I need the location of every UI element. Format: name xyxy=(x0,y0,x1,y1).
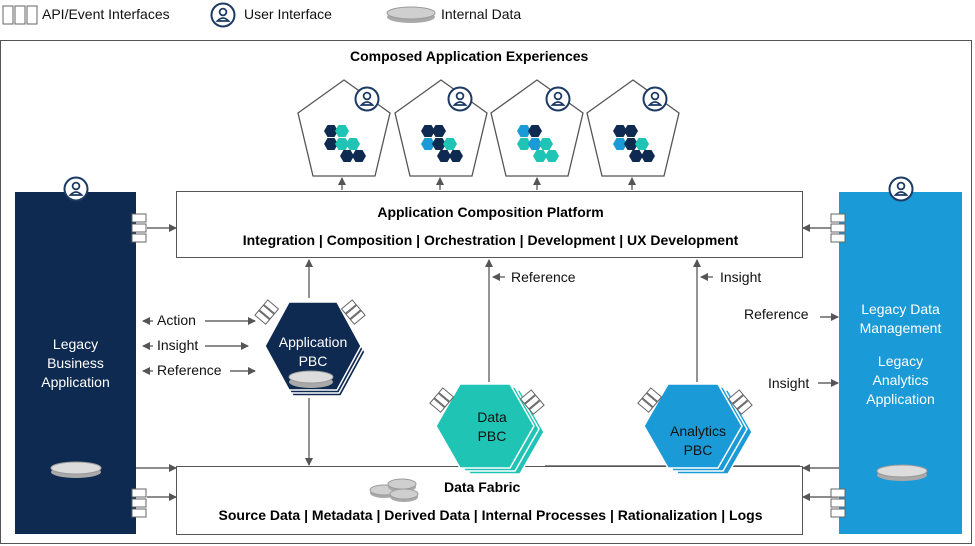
hex-cluster-icon-4 xyxy=(613,125,655,162)
legend-data-label: Internal Data xyxy=(441,6,522,22)
user-icon xyxy=(63,176,89,202)
insight-label-right: Insight xyxy=(768,375,810,391)
legacy-analytics-line1: Legacy xyxy=(877,353,924,369)
api-interface-icon xyxy=(727,389,753,415)
api-interface-icon xyxy=(254,299,280,325)
legacy-data-analytics-application: Legacy Data Management Legacy Analytics … xyxy=(839,192,962,534)
api-interface-icon xyxy=(830,213,846,243)
legend-api-label: API/Event Interfaces xyxy=(42,6,170,22)
outer-frame xyxy=(0,40,972,544)
api-interface-icon xyxy=(830,488,846,518)
legacy-business-line2: Business xyxy=(47,355,104,371)
api-interface-icon xyxy=(131,213,147,243)
analytics-pbc-line1: Analytics xyxy=(669,423,727,439)
user-icon xyxy=(354,86,380,112)
legend-ui-label: User Interface xyxy=(244,6,332,22)
legacy-business-application: Legacy Business Application xyxy=(15,192,136,534)
analytics-pbc-line2: PBC xyxy=(683,442,713,458)
data-stack-icon xyxy=(369,478,419,502)
analytics-pbc xyxy=(637,383,753,475)
data-fabric: Data Fabric Source Data | Metadata | Der… xyxy=(176,466,803,535)
platform-title: Application Composition Platform xyxy=(377,204,604,220)
legacy-data-line1: Legacy Data xyxy=(861,301,940,317)
reference-label-left: Reference xyxy=(157,362,222,378)
user-icon xyxy=(888,176,914,202)
user-icon xyxy=(447,86,473,112)
internal-data-icon xyxy=(288,370,334,388)
action-label: Action xyxy=(157,312,196,328)
internal-data-icon xyxy=(876,464,928,481)
internal-data-icon xyxy=(50,461,102,478)
legacy-business-line3: Application xyxy=(41,374,110,390)
hex-cluster-icon-2 xyxy=(421,125,463,162)
user-interface-icon xyxy=(210,2,236,28)
fabric-subtitle: Source Data | Metadata | Derived Data | … xyxy=(218,507,763,523)
user-icon xyxy=(545,86,571,112)
legend: API/Event Interfaces User Interface Inte… xyxy=(0,0,560,30)
data-pbc-line1: Data xyxy=(477,409,507,425)
experiences-title: Composed Application Experiences xyxy=(350,48,589,64)
legacy-data-line2: Management xyxy=(859,320,942,336)
insight-label-mid: Insight xyxy=(720,269,762,285)
api-interface-icon xyxy=(519,389,545,415)
application-composition-platform: Application Composition Platform Integra… xyxy=(176,191,803,258)
hex-cluster-icon-3 xyxy=(517,125,559,162)
fabric-title: Data Fabric xyxy=(444,479,521,495)
reference-label-mid: Reference xyxy=(511,269,576,285)
api-interface-icon xyxy=(637,387,663,413)
data-pbc-line2: PBC xyxy=(477,428,507,444)
reference-label-right: Reference xyxy=(744,306,809,322)
api-interface-icon xyxy=(131,488,147,518)
data-pbc xyxy=(429,383,545,475)
legacy-analytics-line2: Analytics xyxy=(872,372,929,388)
platform-subtitle: Integration | Composition | Orchestratio… xyxy=(242,232,739,248)
insight-label-left: Insight xyxy=(157,337,199,353)
api-interface-icon xyxy=(2,5,38,25)
internal-data-icon xyxy=(386,6,436,23)
application-pbc xyxy=(254,299,366,397)
legacy-business-line1: Legacy xyxy=(52,336,99,352)
application-pbc-line2: PBC xyxy=(298,353,328,369)
api-interface-icon xyxy=(340,299,366,325)
legacy-analytics-line3: Application xyxy=(866,391,935,407)
application-pbc-line1: Application xyxy=(278,334,348,350)
hex-cluster-icon-1 xyxy=(324,125,366,162)
user-icon xyxy=(642,86,668,112)
api-interface-icon xyxy=(429,387,455,413)
